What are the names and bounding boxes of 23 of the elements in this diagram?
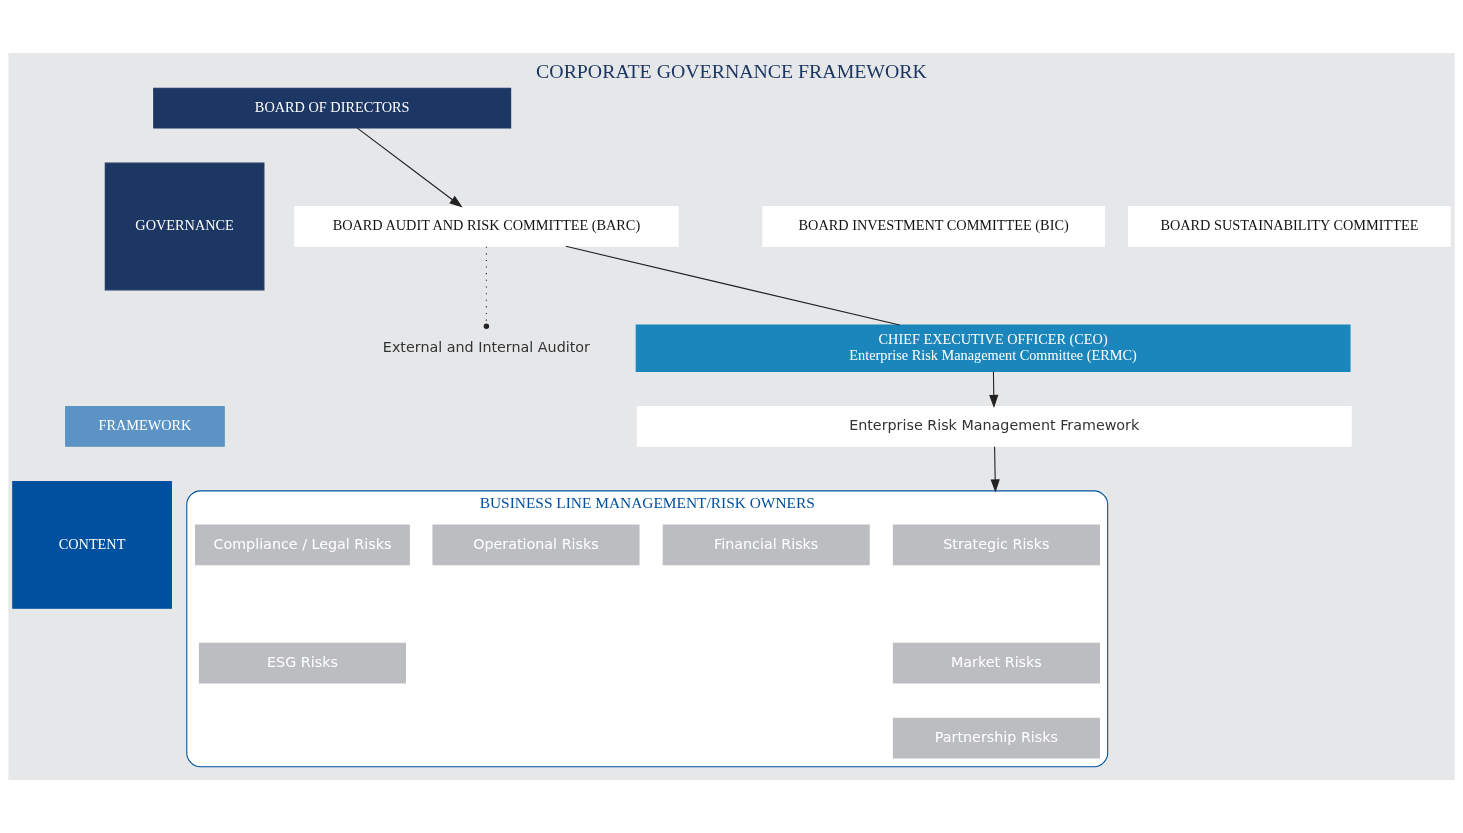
node-box: Operational Risks [432,524,640,566]
arrow [356,127,463,208]
node-box: Enterprise Risk Management Framework [636,406,1352,447]
node-box: GOVERNANCE [104,162,265,291]
node-box: CHIEF EXECUTIVE OFFICER (CEO) Enterprise Risk Management Committee (ERMC) [635,324,1351,372]
arrow [989,371,999,409]
node-box: Compliance / Legal Risks [195,524,410,566]
arrow [990,446,1000,493]
node-box: Partnership Risks [892,717,1100,759]
node-box: BOARD SUSTAINABILITY COMMITTEE [1128,206,1451,247]
node-box: BOARD OF DIRECTORS [153,87,512,129]
node-box: BOARD AUDIT AND RISK COMMITTEE (BARC) [294,206,679,247]
node-box: Strategic Risks [892,524,1100,566]
diagram-title: CORPORATE GOVERNANCE FRAMEWORK [536,59,927,82]
node-box: Market Risks [892,642,1100,684]
node-box: ESG Risks [198,642,406,684]
connector [483,246,490,329]
node-box: CONTENT [12,480,172,609]
node-box: Financial Risks [662,524,870,566]
node-box: FRAMEWORK [65,406,225,447]
node-text: External and Internal Auditor [382,338,590,355]
connector [565,245,901,326]
node-box: BOARD INVESTMENT COMMITTEE (BIC) [762,206,1105,247]
